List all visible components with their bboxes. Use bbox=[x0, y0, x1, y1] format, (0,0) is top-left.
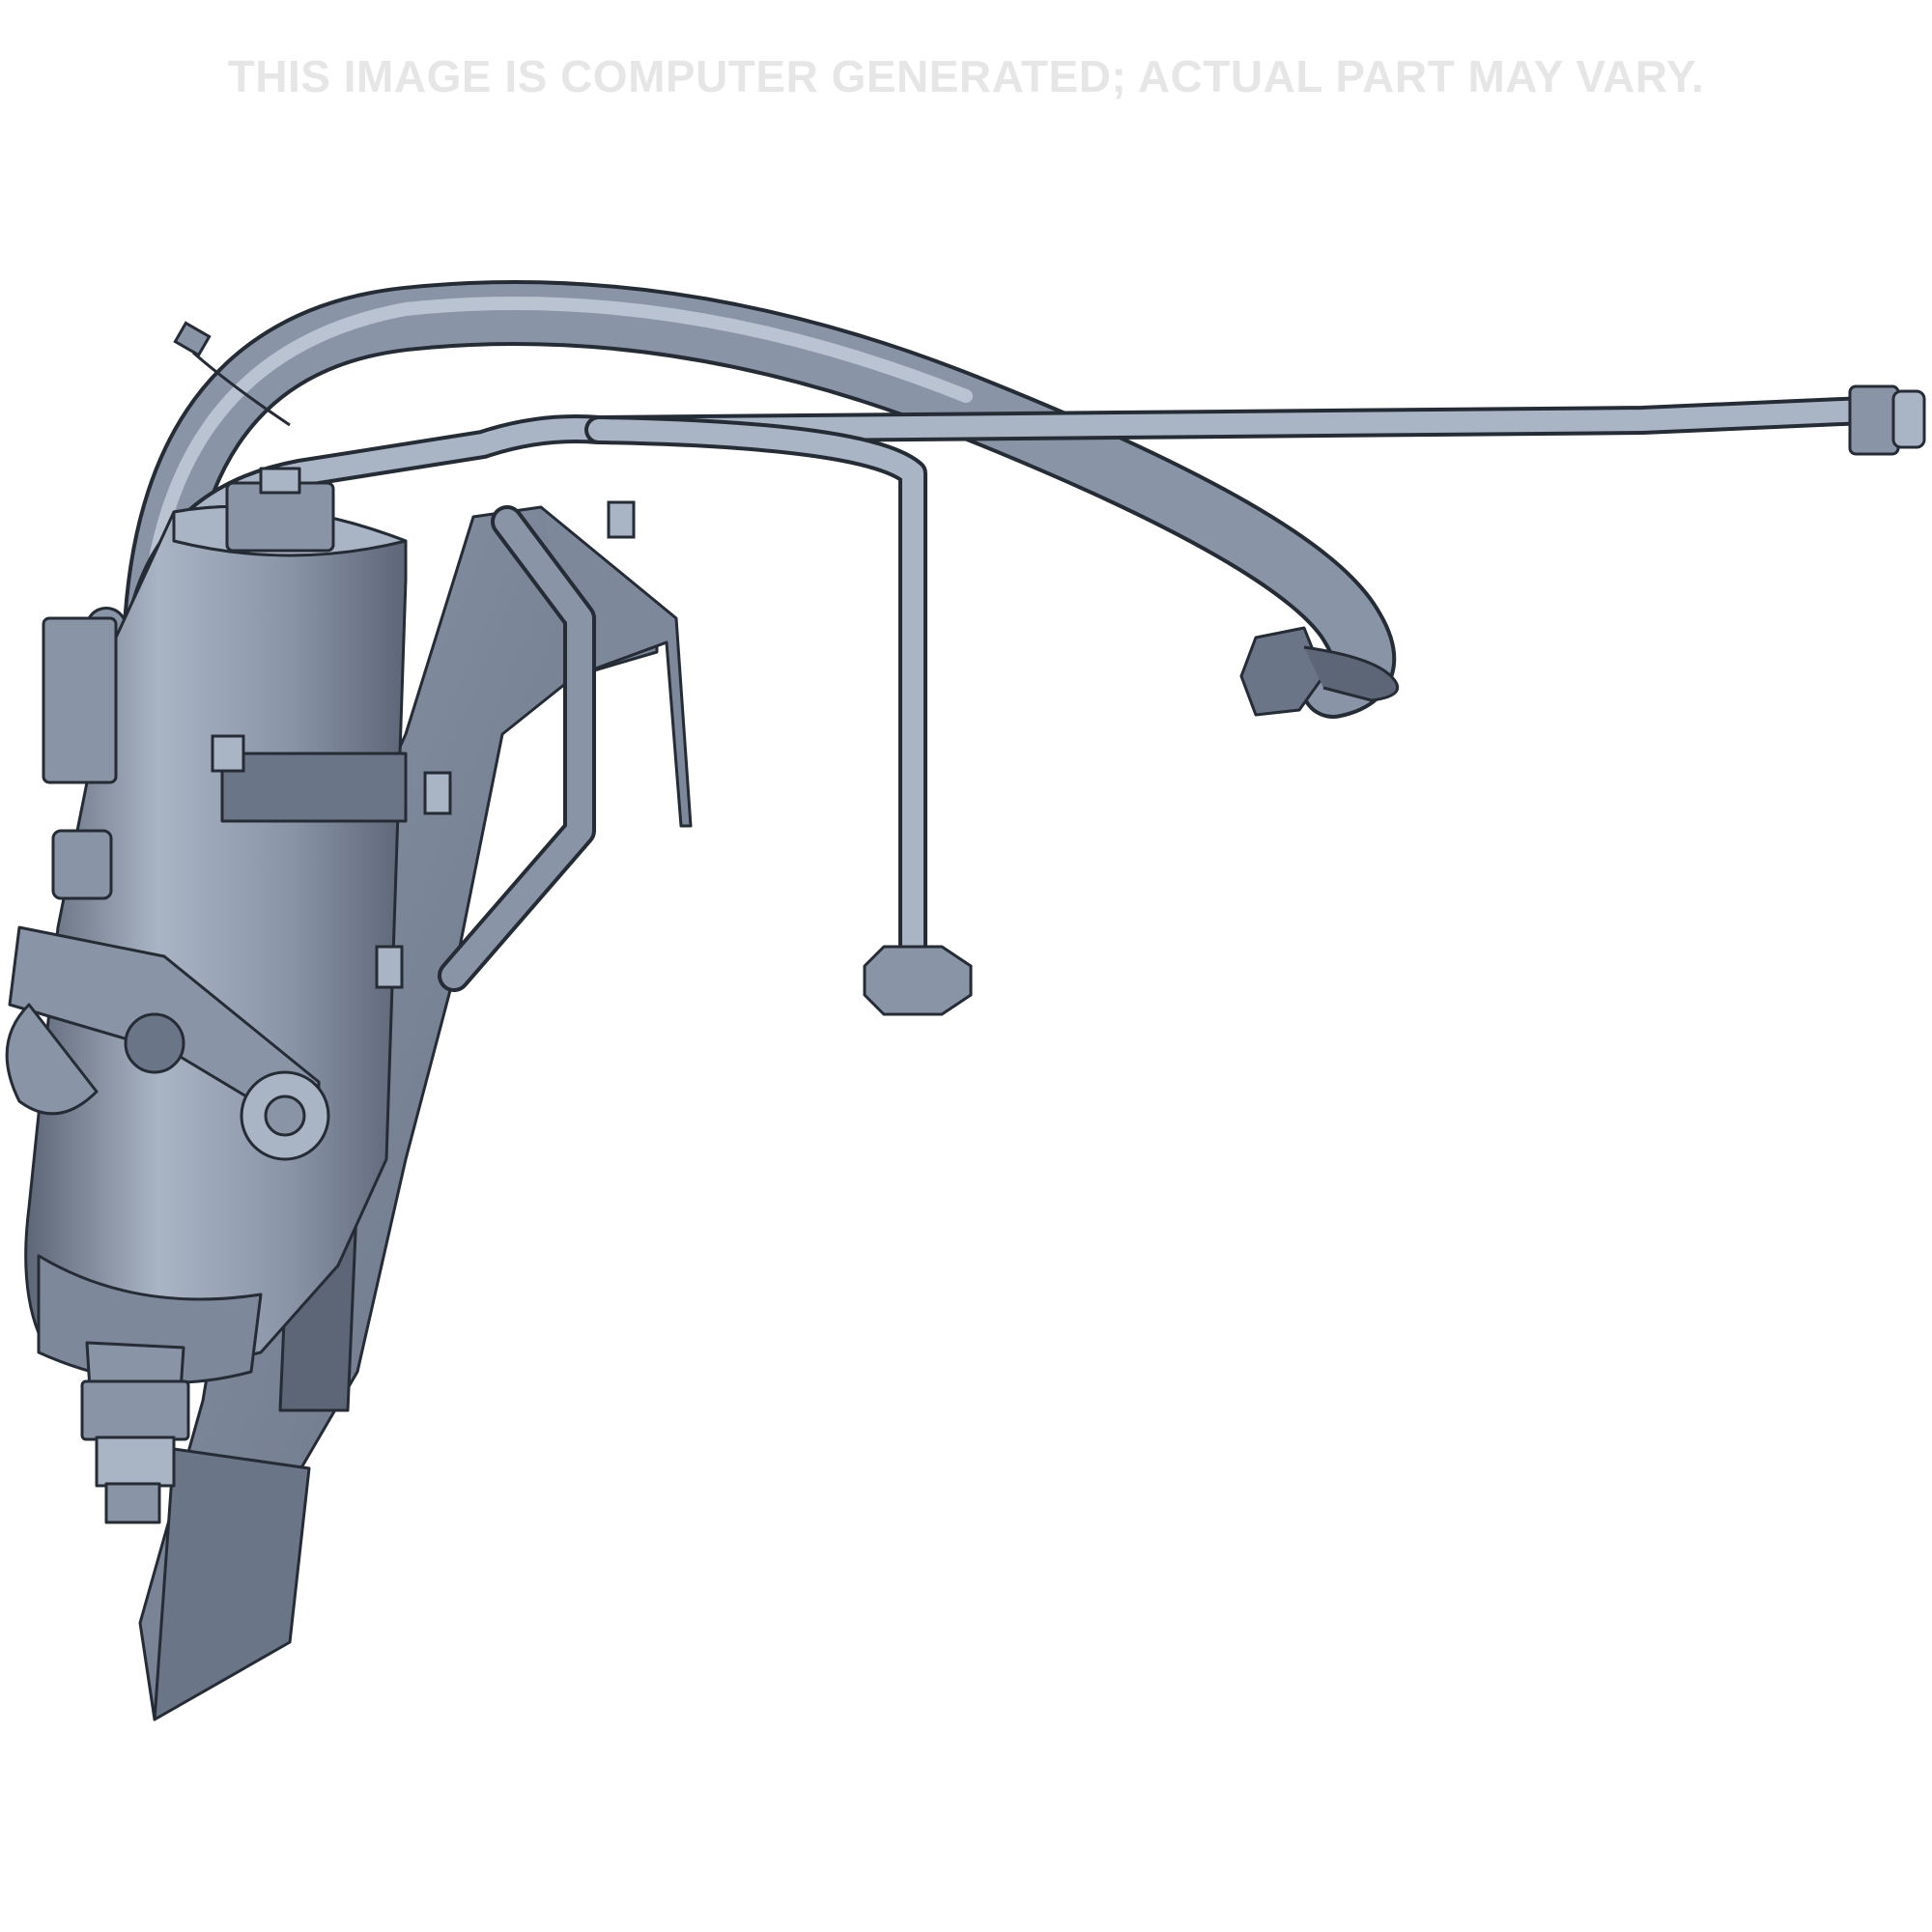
fuel-line-lower bbox=[438, 505, 596, 992]
mounting-bolts bbox=[211, 500, 636, 989]
filter-head bbox=[5, 829, 330, 1161]
fuel-line-lower-nut bbox=[863, 945, 973, 1016]
hose-end-nut bbox=[1239, 626, 1400, 717]
water-sensor-connector bbox=[80, 1379, 190, 1524]
inlet-fitting bbox=[42, 616, 118, 784]
hose-clamp-upper bbox=[173, 321, 291, 427]
fuel-line-end-fitting bbox=[1848, 384, 1926, 456]
disclaimer-text: THIS IMAGE IS COMPUTER GENERATED; ACTUAL… bbox=[227, 51, 1705, 101]
